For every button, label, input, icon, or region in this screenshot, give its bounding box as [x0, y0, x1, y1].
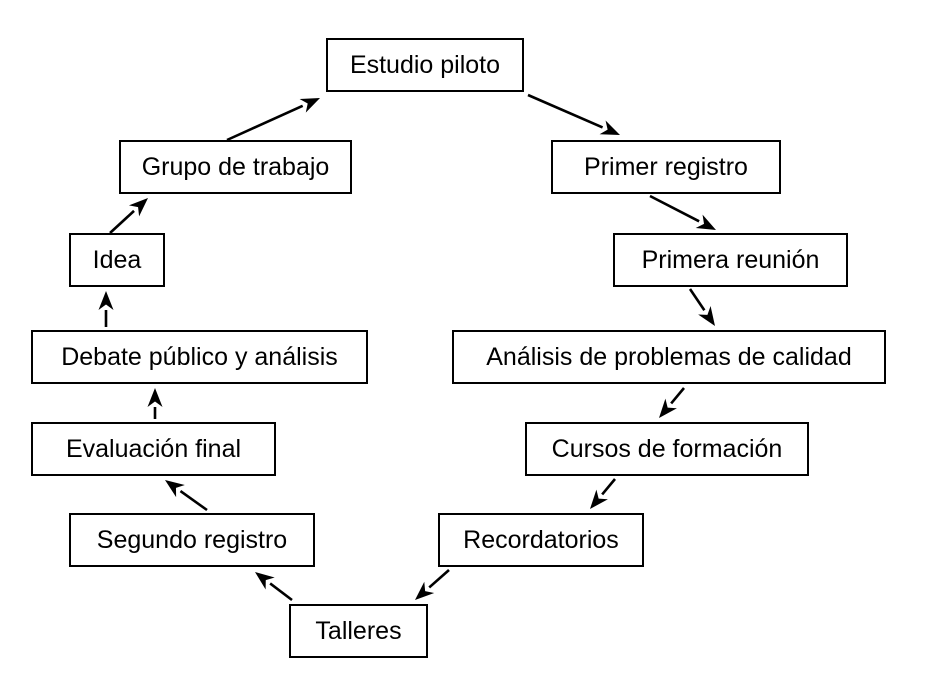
arrow-head: [255, 572, 275, 590]
arrow-head: [695, 214, 716, 230]
arrow-head: [147, 388, 163, 407]
node-estudio-piloto[interactable]: Estudio piloto: [326, 38, 524, 92]
node-label: Estudio piloto: [349, 50, 501, 79]
node-segundo-registro[interactable]: Segundo registro: [69, 513, 315, 567]
arrow-evaluacion-to-debate: [147, 388, 163, 419]
arrow-head: [98, 291, 114, 310]
node-label: Análisis de problemas de calidad: [486, 342, 852, 371]
arrow-cursos-to-recordatorios: [590, 478, 616, 509]
arrow-shaft: [269, 582, 293, 602]
arrow-reunion-to-analisis: [688, 288, 715, 326]
arrow-talleres-to-segundo: [255, 572, 293, 602]
node-label: Grupo de trabajo: [141, 152, 330, 181]
arrow-segundo-to-evaluacion: [165, 480, 208, 512]
arrow-shaft: [688, 288, 706, 311]
arrow-grupo-to-estudio: [226, 98, 320, 142]
node-evaluacion-final[interactable]: Evaluación final: [31, 422, 276, 476]
node-label: Debate público y análisis: [61, 342, 338, 371]
node-label: Talleres: [315, 616, 402, 645]
arrow-recordatorios-to-talleres: [415, 569, 450, 600]
node-primer-registro[interactable]: Primer registro: [551, 140, 781, 194]
arrow-shaft: [428, 569, 450, 589]
arrow-head: [590, 489, 608, 509]
arrow-head: [128, 198, 148, 217]
arrow-shaft: [601, 478, 616, 496]
arrow-shaft: [226, 104, 304, 142]
arrow-head: [165, 480, 185, 498]
arrow-analisis-to-cursos: [659, 387, 685, 418]
node-label: Idea: [92, 245, 142, 274]
arrow-idea-to-grupo: [109, 198, 148, 234]
node-label: Primer registro: [584, 152, 748, 181]
node-label: Evaluación final: [65, 434, 242, 463]
arrow-shaft: [670, 387, 685, 405]
node-debate-publico-y-analisis[interactable]: Debate público y análisis: [31, 330, 368, 384]
arrow-shaft: [179, 489, 208, 512]
arrow-debate-to-idea: [98, 291, 114, 327]
arrow-head: [299, 98, 320, 113]
node-grupo-de-trabajo[interactable]: Grupo de trabajo: [119, 140, 352, 194]
arrow-shaft: [649, 194, 700, 223]
node-label: Primera reunión: [641, 245, 820, 274]
node-analisis-de-problemas-de-calidad[interactable]: Análisis de problemas de calidad: [452, 330, 886, 384]
node-talleres[interactable]: Talleres: [289, 604, 428, 658]
arrow-shaft: [109, 209, 135, 234]
node-primera-reunion[interactable]: Primera reunión: [613, 233, 848, 287]
arrow-primer-to-reunion: [649, 194, 716, 230]
node-label: Segundo registro: [96, 525, 288, 554]
arrow-head: [659, 398, 677, 418]
node-cursos-de-formacion[interactable]: Cursos de formación: [525, 422, 809, 476]
node-label: Recordatorios: [463, 525, 619, 554]
arrow-estudio-to-primer: [527, 93, 620, 135]
node-recordatorios[interactable]: Recordatorios: [438, 513, 644, 567]
arrow-head: [599, 120, 620, 135]
arrow-shaft: [527, 93, 604, 129]
node-label: Cursos de formación: [551, 434, 783, 463]
node-idea[interactable]: Idea: [69, 233, 165, 287]
arrow-head: [698, 306, 715, 326]
arrow-head: [415, 581, 435, 600]
